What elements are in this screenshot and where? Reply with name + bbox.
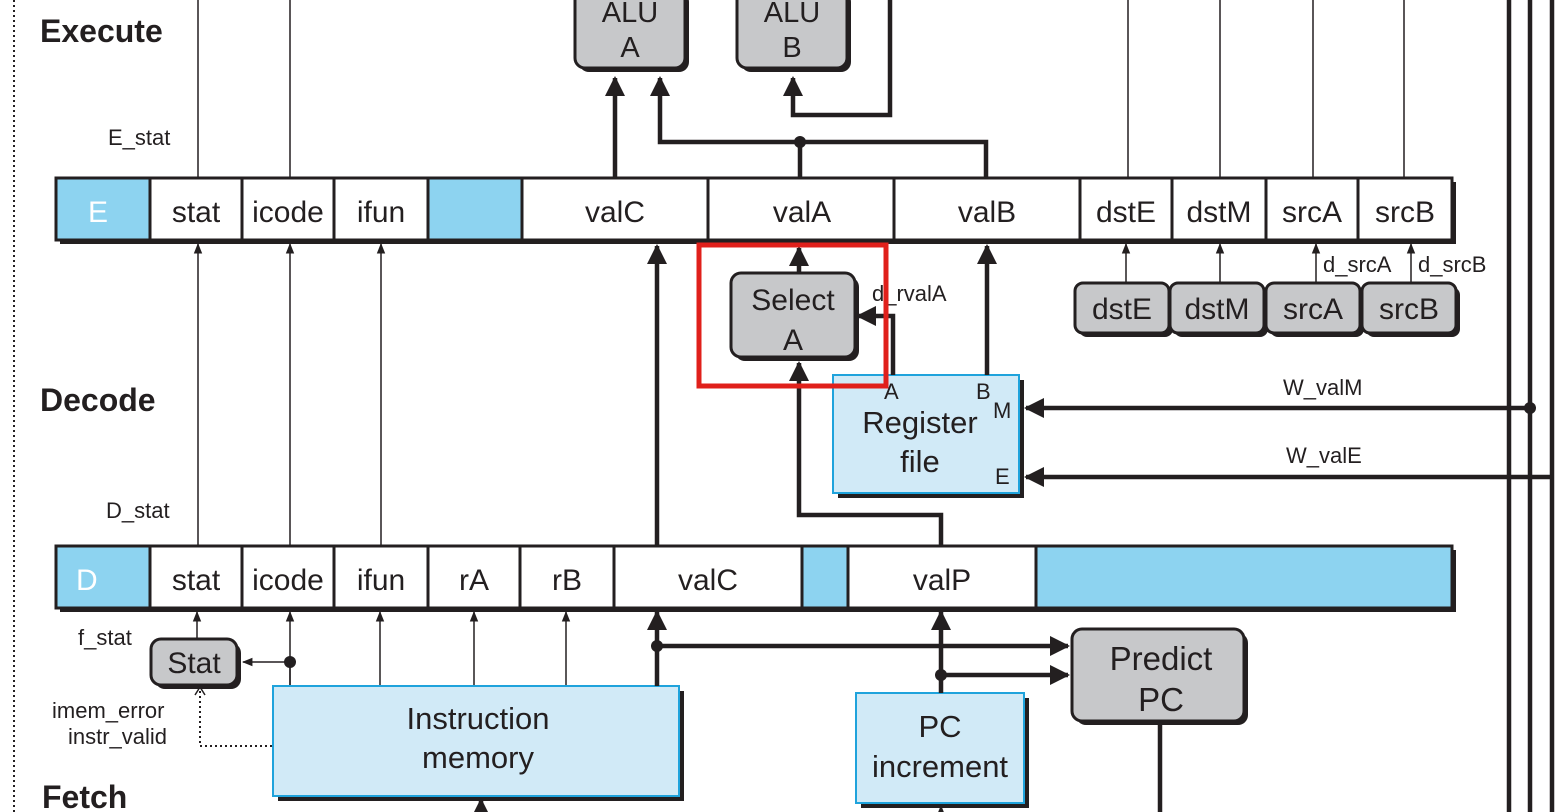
d-reg-name: D bbox=[76, 564, 98, 597]
f-stat-signal: f_stat bbox=[78, 625, 132, 650]
select-a-label-2: A bbox=[783, 324, 803, 357]
d-pipeline-register: D stat icode ifun rA rB valC valP bbox=[54, 544, 1456, 612]
d-field-ifun: ifun bbox=[357, 564, 405, 597]
dst-m-block-label: dstM bbox=[1184, 293, 1249, 326]
regfile-port-m: M bbox=[993, 398, 1011, 423]
e-field-vala: valA bbox=[773, 196, 831, 229]
status-dotted-wire bbox=[199, 689, 272, 747]
icode-to-stat-wire bbox=[241, 657, 291, 686]
w-valm-signal: W_valM bbox=[1283, 375, 1362, 400]
instruction-memory-block: Instruction memory bbox=[272, 685, 684, 801]
select-a-block: Select A bbox=[729, 271, 859, 361]
register-file-label-1: Register bbox=[862, 405, 977, 440]
alu-a-block: ALU A bbox=[573, 0, 689, 72]
register-file-block: Register file A B M E bbox=[832, 374, 1024, 498]
imem-error-signal: imem_error bbox=[52, 698, 164, 723]
e-field-icode: icode bbox=[252, 196, 324, 229]
regfile-port-e: E bbox=[995, 464, 1010, 489]
d-field-ra: rA bbox=[459, 564, 489, 597]
d-field-icode: icode bbox=[252, 564, 324, 597]
stage-label-fetch: Fetch bbox=[42, 779, 127, 812]
highlight-box bbox=[696, 242, 889, 389]
e-field-valb: valB bbox=[958, 196, 1016, 229]
d-srcb-signal: d_srcB bbox=[1418, 252, 1486, 277]
predict-pc-block: Predict PC bbox=[1070, 627, 1248, 725]
stage-label-decode: Decode bbox=[40, 382, 156, 418]
w-vale-signal: W_valE bbox=[1286, 443, 1362, 468]
stage-label-execute: Execute bbox=[40, 13, 163, 49]
select-a-label-1: Select bbox=[751, 284, 835, 317]
predict-pc-label-2: PC bbox=[1138, 681, 1184, 718]
stat-block-label: Stat bbox=[167, 647, 221, 680]
predict-pc-label-1: Predict bbox=[1110, 640, 1213, 677]
e-field-valc: valC bbox=[585, 196, 645, 229]
instr-valid-signal: instr_valid bbox=[68, 724, 167, 749]
alu-b-label-1: ALU bbox=[764, 0, 820, 29]
d-rvala-wire bbox=[855, 305, 896, 375]
valp-to-select-wire bbox=[788, 360, 944, 546]
e-field-ifun: ifun bbox=[357, 196, 405, 229]
register-file-label-2: file bbox=[900, 444, 940, 479]
alu-b-block: ALU B bbox=[735, 0, 851, 72]
e-field-srcb: srcB bbox=[1375, 196, 1435, 229]
instruction-memory-label-2: memory bbox=[422, 740, 534, 775]
e-field-srca: srcA bbox=[1282, 196, 1342, 229]
src-b-block-label: srcB bbox=[1379, 293, 1439, 326]
pc-increment-label-2: increment bbox=[872, 749, 1008, 784]
stat-block: Stat bbox=[149, 637, 241, 689]
d-field-valp: valP bbox=[913, 564, 971, 597]
alu-a-label-2: A bbox=[620, 32, 640, 64]
pc-increment-block: PC increment bbox=[855, 692, 1029, 808]
alu-b-label-2: B bbox=[782, 32, 801, 64]
e-reg-name: E bbox=[88, 196, 108, 229]
src-a-block-label: srcA bbox=[1283, 293, 1343, 326]
e-outputs bbox=[197, 0, 1405, 178]
alu-a-label-1: ALU bbox=[602, 0, 658, 29]
e-stat-signal: E_stat bbox=[108, 125, 170, 150]
dst-src-blocks: dstE dstM srcA srcB bbox=[1073, 242, 1460, 337]
d-stat-signal: D_stat bbox=[106, 498, 170, 523]
d-to-e-thin-wires bbox=[193, 242, 386, 546]
alu-input-wires bbox=[604, 0, 989, 178]
d-srca-signal: d_srcA bbox=[1323, 252, 1392, 277]
d-field-stat: stat bbox=[172, 564, 221, 597]
d-field-rb: rB bbox=[552, 564, 582, 597]
e-field-dste: dstE bbox=[1096, 196, 1156, 229]
regfile-port-b: B bbox=[976, 379, 991, 404]
e-field-dstm: dstM bbox=[1186, 196, 1251, 229]
d-field-valc: valC bbox=[678, 564, 738, 597]
dst-e-block-label: dstE bbox=[1092, 293, 1152, 326]
e-pipeline-register: E stat icode ifun valC valA valB dstE ds… bbox=[54, 176, 1456, 244]
instruction-memory-label-1: Instruction bbox=[406, 701, 549, 736]
pc-increment-label-1: PC bbox=[918, 709, 961, 744]
d-rvala-signal: d_rvalA bbox=[872, 281, 947, 306]
e-field-stat: stat bbox=[172, 196, 221, 229]
